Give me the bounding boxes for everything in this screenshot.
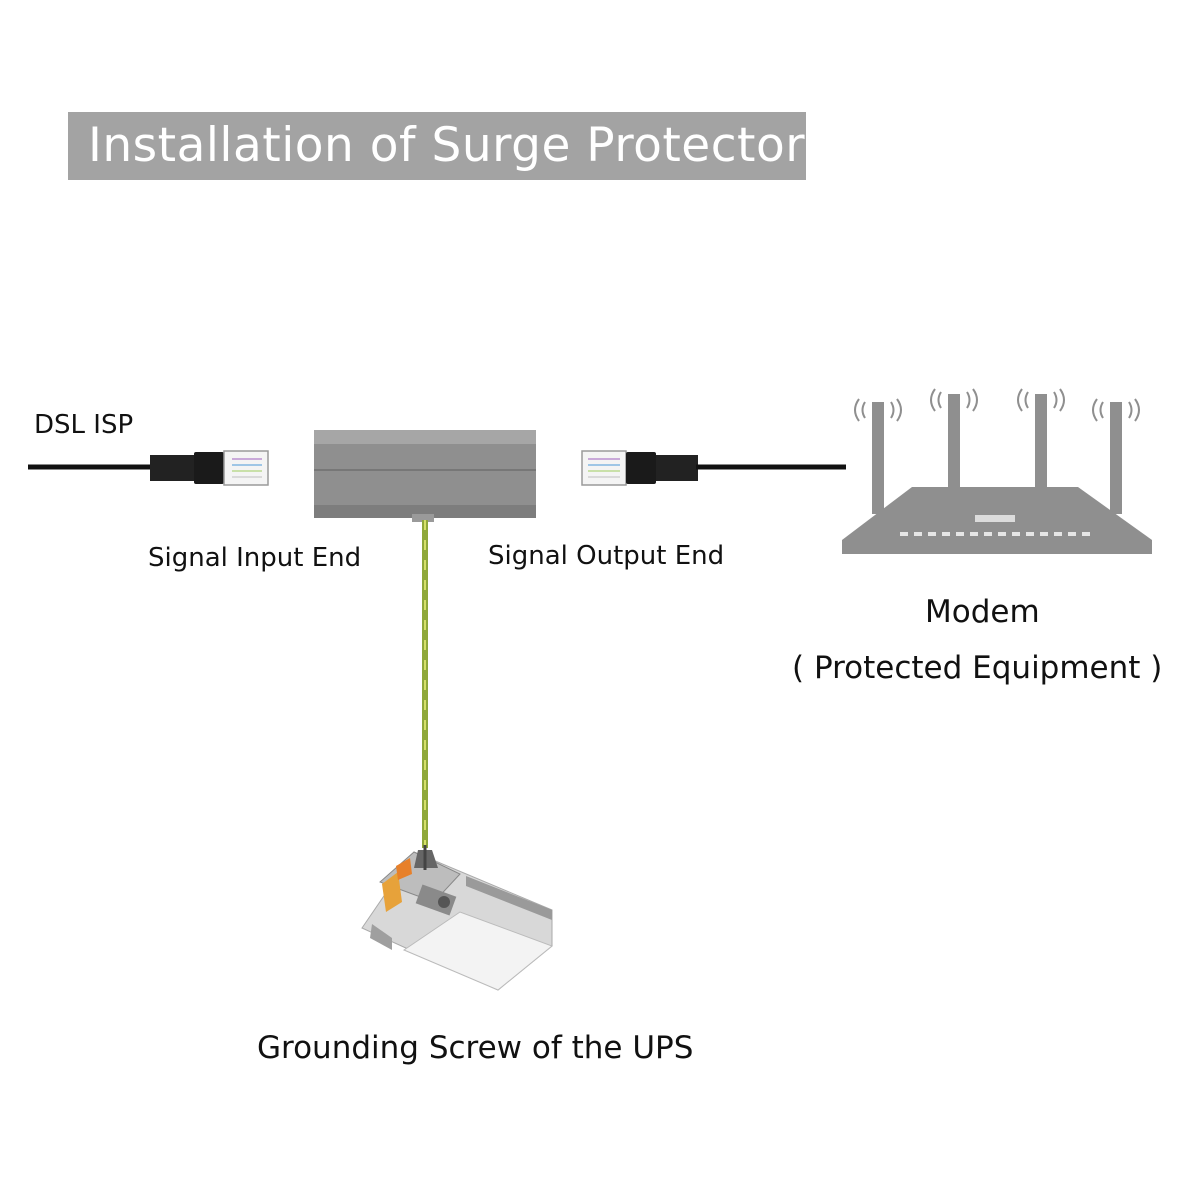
signal-output-label: Signal Output End xyxy=(488,541,725,571)
input-cable xyxy=(28,450,269,486)
diagram-title: Installation of Surge Protector xyxy=(88,118,806,173)
output-cable xyxy=(581,450,846,486)
grounding-screw-label: Grounding Screw of the UPS xyxy=(257,1030,694,1066)
ups-grounding-icon xyxy=(361,845,553,991)
title-banner xyxy=(68,112,806,180)
signal-input-label: Signal Input End xyxy=(148,543,362,573)
surge-protector-device xyxy=(314,430,536,522)
protected-equipment-label: ( Protected Equipment ) xyxy=(792,650,1163,686)
modem-label: Modem xyxy=(925,594,1040,630)
modem-router-icon xyxy=(842,388,1152,554)
dsl-isp-label: DSL ISP xyxy=(34,410,134,440)
